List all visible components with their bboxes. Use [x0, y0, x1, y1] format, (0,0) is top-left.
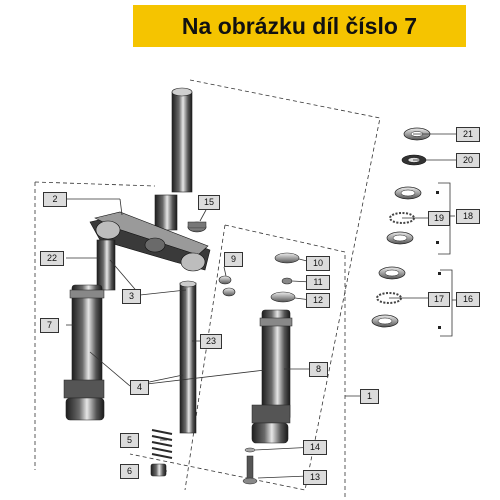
callout-12: 12 — [306, 293, 330, 308]
callout-20: 20 — [456, 153, 480, 168]
callout-10: 10 — [306, 256, 330, 271]
stem-cap — [187, 221, 207, 233]
fork-seals — [270, 252, 300, 303]
callout-21: 21 — [456, 127, 480, 142]
callout-2: 2 — [43, 192, 67, 207]
callout-17: 17 — [428, 292, 450, 307]
callout-19: 19 — [428, 211, 450, 226]
callout-14: 14 — [303, 440, 327, 455]
callout-3: 3 — [122, 289, 141, 304]
bushing — [150, 463, 167, 477]
callout-5: 5 — [120, 433, 139, 448]
callout-16: 16 — [456, 292, 480, 307]
left-fork-leg — [63, 239, 116, 421]
callout-23: 23 — [200, 334, 222, 349]
bottom-bolt — [242, 447, 258, 485]
group-brackets — [438, 182, 456, 337]
headset-bearings — [371, 127, 431, 328]
clamp-nuts — [218, 275, 236, 297]
callout-18: 18 — [456, 209, 480, 224]
steering-stem — [154, 87, 193, 231]
inner-tube — [179, 280, 197, 434]
callout-7: 7 — [40, 318, 59, 333]
dashed-outlines — [34, 79, 381, 500]
marker-dots — [436, 191, 441, 329]
callout-4: 4 — [130, 380, 149, 395]
callout-15: 15 — [198, 195, 220, 210]
callout-1: 1 — [360, 389, 379, 404]
right-leg-outline-2 — [184, 224, 226, 491]
spring — [151, 429, 173, 459]
callout-11: 11 — [306, 275, 330, 290]
callout-6: 6 — [120, 464, 139, 479]
banner-text: Na obrázku díl číslo 7 — [181, 12, 418, 39]
callout-22: 22 — [40, 251, 64, 266]
highlight-banner: Na obrázku díl číslo 7 — [133, 5, 466, 47]
callout-9: 9 — [224, 252, 243, 267]
right-leg-outline — [224, 224, 346, 500]
triple-clamp — [89, 211, 211, 272]
right-fork-leg — [251, 309, 293, 444]
left-leg-top-outline — [34, 181, 156, 187]
callout-13: 13 — [303, 470, 327, 485]
callout-8: 8 — [309, 362, 328, 377]
